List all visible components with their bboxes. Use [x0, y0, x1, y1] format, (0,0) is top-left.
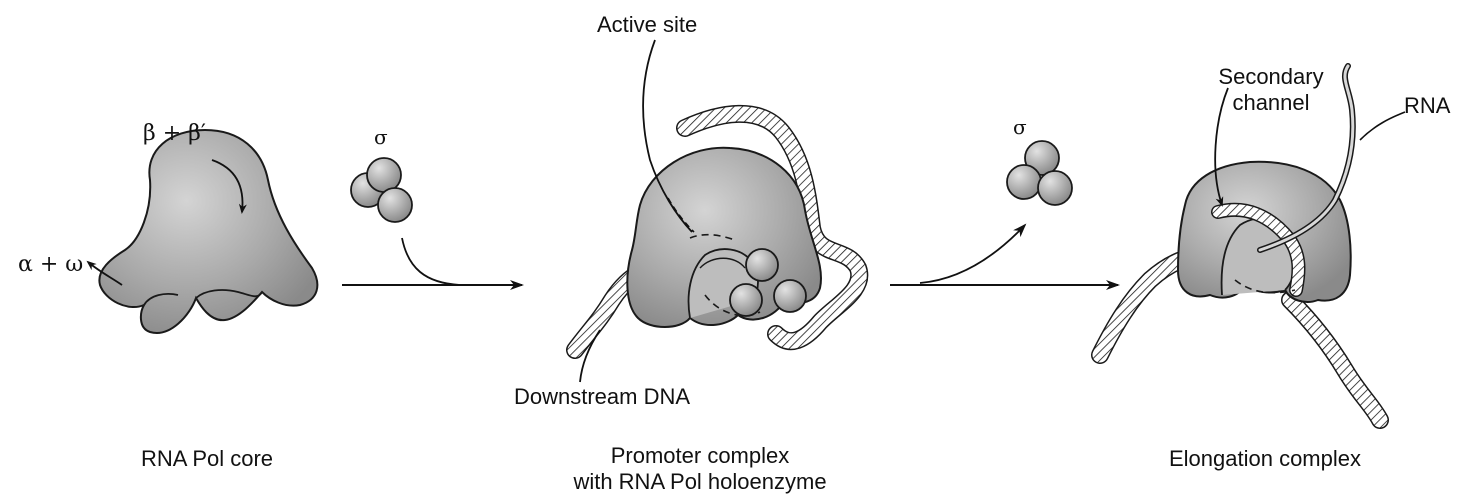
secondary-channel-label: Secondary channel — [1216, 64, 1326, 116]
sigma-release-arrow — [890, 141, 1118, 285]
secondary-channel-label-line2: channel — [1216, 90, 1326, 116]
caption-core: RNA Pol core — [112, 446, 302, 472]
sigma-label-out: σ — [1013, 114, 1027, 140]
sigma-factor-in — [351, 158, 412, 222]
elongation-dna-downstream — [1290, 300, 1380, 420]
sigma-factor-out — [1007, 141, 1072, 205]
secondary-channel-label-line1: Secondary — [1216, 64, 1326, 90]
sigma-binding-arrow — [342, 158, 522, 285]
alpha-omega-label: α + ω — [18, 252, 83, 278]
promoter-complex — [575, 40, 859, 382]
sigma-label-in: σ — [374, 124, 388, 150]
core-enzyme-body — [99, 130, 317, 333]
rna-label: RNA — [1404, 93, 1450, 119]
caption-promoter: Promoter complex with RNA Pol holoenzyme — [540, 443, 860, 495]
beta-label: β + β′ — [143, 121, 206, 147]
active-site-label: Active site — [597, 12, 697, 38]
caption-elongation: Elongation complex — [1150, 446, 1380, 472]
caption-promoter-line2: with RNA Pol holoenzyme — [540, 469, 860, 495]
rna-pointer — [1360, 112, 1405, 140]
elongation-complex — [1100, 66, 1405, 420]
caption-promoter-line1: Promoter complex — [540, 443, 860, 469]
rna-pol-core — [88, 130, 317, 333]
downstream-dna-label: Downstream DNA — [514, 384, 690, 410]
